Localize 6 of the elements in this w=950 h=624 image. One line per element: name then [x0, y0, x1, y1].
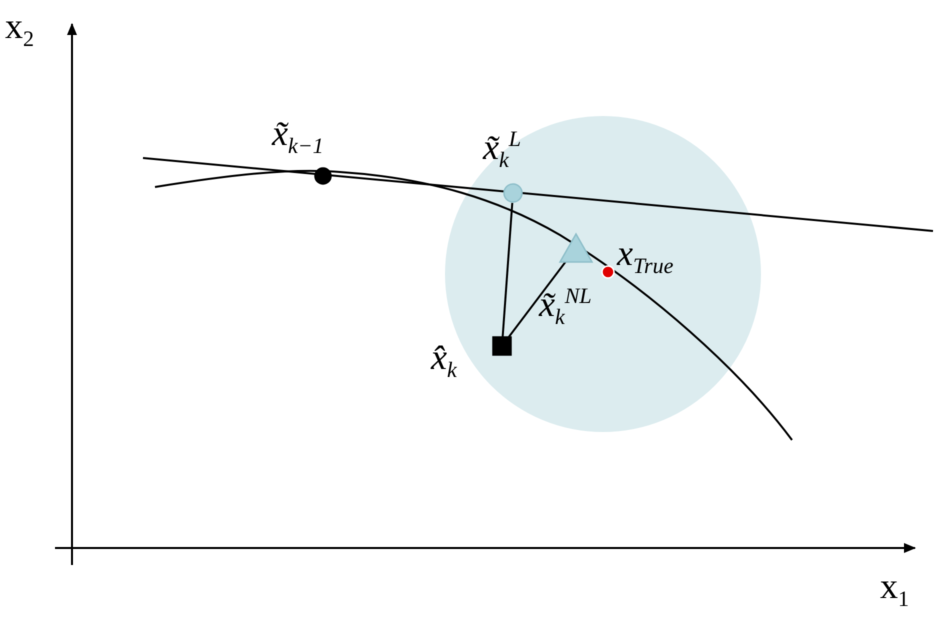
point-label: x̂$_{k}$	[431, 339, 457, 382]
point-label: x$_{True}$	[617, 235, 674, 278]
axis-label: x$_{2}$	[5, 8, 34, 50]
connector-line	[502, 202, 514, 338]
point-label: x̃$_{k−1}$	[272, 115, 324, 158]
axis-label: x$_{1}$	[880, 568, 909, 610]
